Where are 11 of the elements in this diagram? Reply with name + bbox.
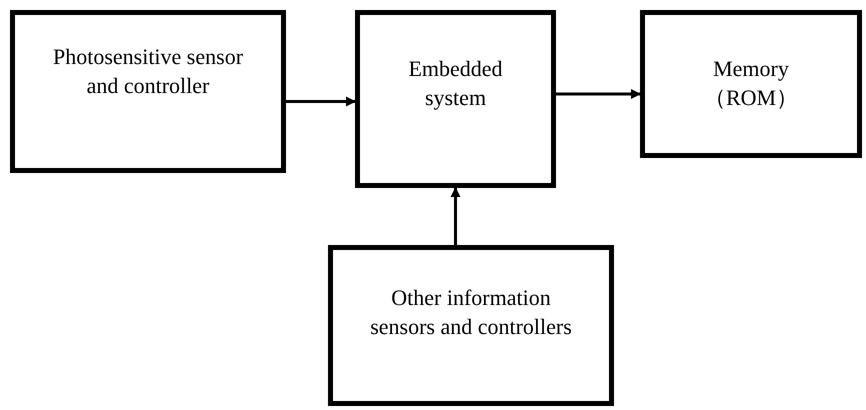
process-box (640, 10, 862, 158)
process-box (328, 245, 614, 406)
arrow (450, 187, 460, 245)
arrow (556, 89, 641, 99)
box-label: Embedded system (407, 55, 504, 112)
process-box (355, 10, 556, 188)
process-box (10, 10, 286, 173)
box-label: Memory （ROM） (702, 55, 800, 112)
box-label: Photosensitive sensor and controller (52, 43, 244, 100)
arrow (286, 96, 356, 106)
box-label: Other information sensors and controllers (369, 284, 573, 341)
